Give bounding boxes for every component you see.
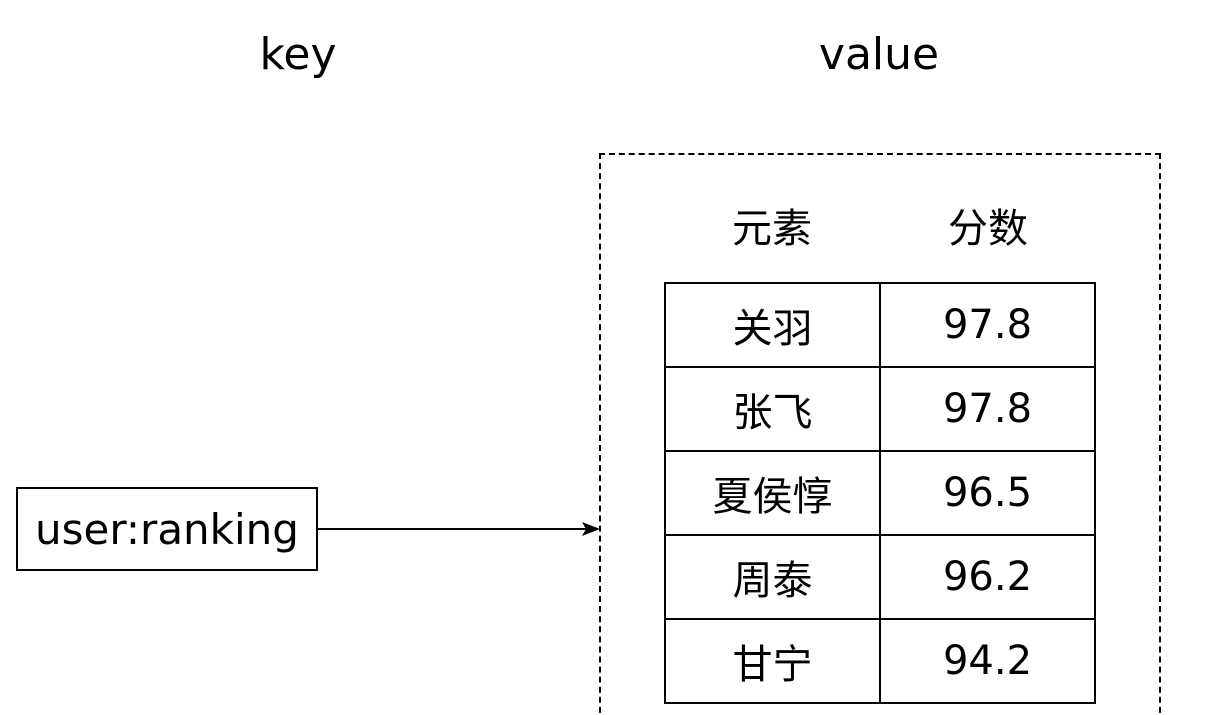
table-row: 夏侯惇 96.5 <box>664 450 1096 536</box>
table-row: 周泰 96.2 <box>664 534 1096 620</box>
score-cell: 97.8 <box>879 282 1096 368</box>
score-cell: 96.2 <box>879 534 1096 620</box>
value-heading: value <box>818 29 940 80</box>
score-cell: 96.5 <box>879 450 1096 536</box>
column-header-score: 分数 <box>948 206 1028 252</box>
member-cell: 张飞 <box>664 366 881 452</box>
arrow-head <box>582 522 600 536</box>
value-container <box>599 153 1161 715</box>
column-header-element: 元素 <box>732 206 812 252</box>
member-cell: 关羽 <box>664 282 881 368</box>
key-box: user:ranking <box>16 487 318 571</box>
score-cell: 94.2 <box>879 618 1096 704</box>
member-cell: 夏侯惇 <box>664 450 881 536</box>
sorted-set-table: 关羽 97.8 张飞 97.8 夏侯惇 96.5 周泰 96.2 甘宁 94.2 <box>664 282 1096 704</box>
member-cell: 周泰 <box>664 534 881 620</box>
member-cell: 甘宁 <box>664 618 881 704</box>
score-cell: 97.8 <box>879 366 1096 452</box>
key-label: user:ranking <box>35 504 299 554</box>
table-row: 甘宁 94.2 <box>664 618 1096 704</box>
key-heading: key <box>259 29 337 80</box>
table-row: 张飞 97.8 <box>664 366 1096 452</box>
table-row: 关羽 97.8 <box>664 282 1096 368</box>
